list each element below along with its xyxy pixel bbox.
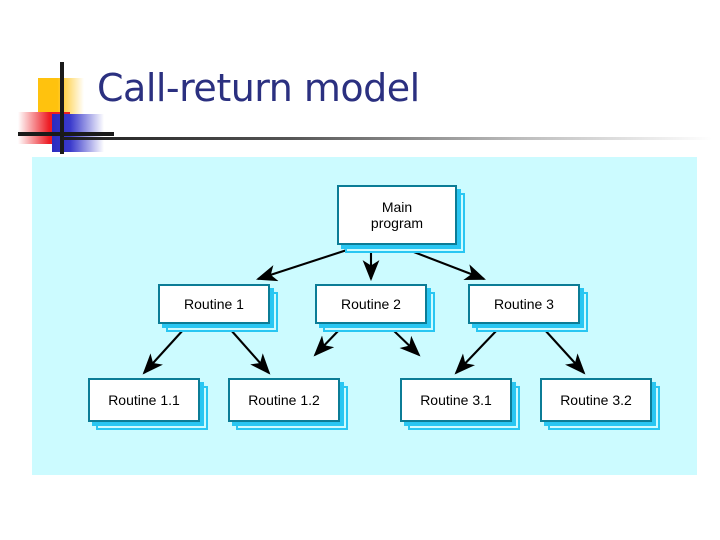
node-label: Routine 3: [494, 295, 554, 312]
node-label: Routine 1.1: [108, 391, 180, 408]
diagram-node-r32[interactable]: Routine 3.2: [540, 378, 660, 430]
diagram-edge-r1-to-r11: [142, 328, 185, 375]
diagram-edge-r3-to-r31: [454, 328, 499, 375]
logo-crosshair-vertical: [60, 62, 64, 154]
slide-title: Call-return model: [97, 66, 420, 110]
diagram-node-r11[interactable]: Routine 1.1: [88, 378, 208, 430]
node-label: Routine 3.1: [420, 391, 492, 408]
node-face: Routine 1: [158, 284, 270, 324]
diagram-edge-r2-to-none: [391, 328, 421, 357]
logo-crosshair-horizontal: [18, 132, 114, 136]
diagram-edge-r2-to-none: [313, 328, 341, 357]
node-label: Main program: [370, 198, 424, 231]
title-divider-rule: [62, 137, 712, 140]
node-face: Routine 2: [315, 284, 427, 324]
diagram-node-main[interactable]: Main program: [337, 185, 465, 253]
diagram-node-r3[interactable]: Routine 3: [468, 284, 588, 332]
node-label: Routine 2: [341, 295, 401, 312]
diagram-edge-r1-to-r12: [229, 328, 271, 375]
node-face: Routine 3.1: [400, 378, 512, 422]
diagram-node-r2[interactable]: Routine 2: [315, 284, 435, 332]
node-label: Routine 3.2: [560, 391, 632, 408]
node-label: Routine 1.2: [248, 391, 320, 408]
diagram-node-r12[interactable]: Routine 1.2: [228, 378, 348, 430]
diagram-edges-layer: [142, 248, 586, 375]
node-face: Routine 1.1: [88, 378, 200, 422]
node-face: Routine 3.2: [540, 378, 652, 422]
node-label: Routine 1: [184, 295, 244, 312]
diagram-edge-main-to-r3: [405, 248, 486, 281]
node-face: Routine 3: [468, 284, 580, 324]
decorative-logo-mark: [18, 62, 114, 154]
node-face: Main program: [337, 185, 457, 245]
diagram-edge-main-to-r1: [256, 248, 351, 282]
diagram-node-r1[interactable]: Routine 1: [158, 284, 278, 332]
diagram-node-r31[interactable]: Routine 3.1: [400, 378, 520, 430]
diagram-edge-r3-to-r32: [543, 328, 586, 375]
node-face: Routine 1.2: [228, 378, 340, 422]
